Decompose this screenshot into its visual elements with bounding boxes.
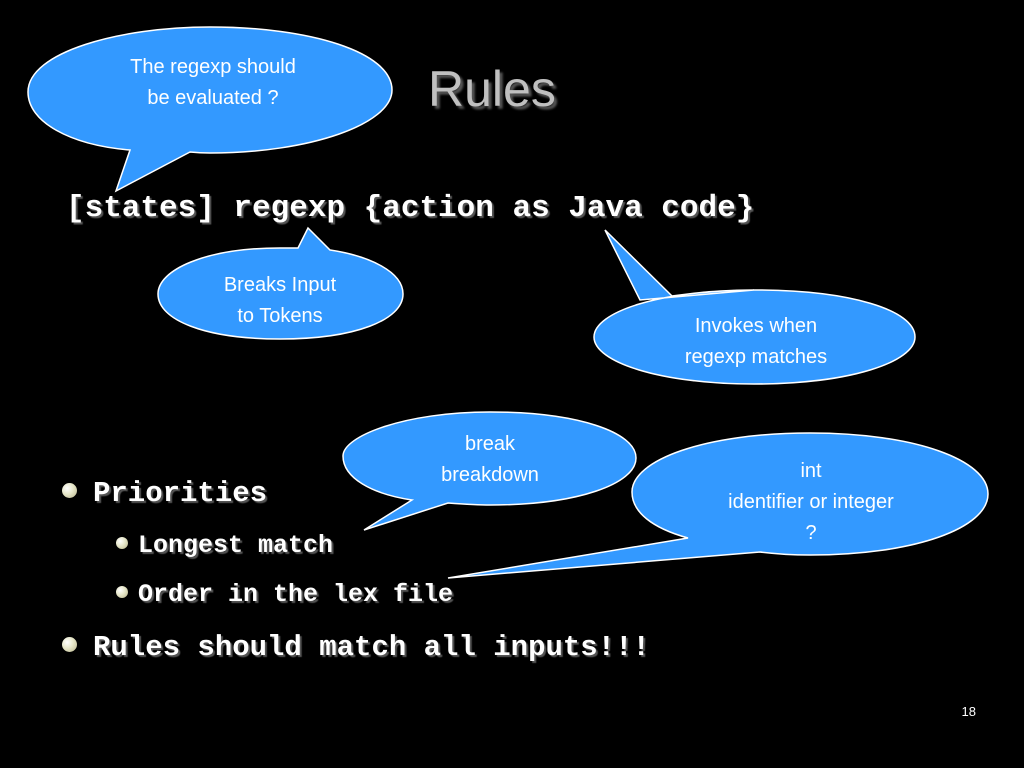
callout-line: break [464, 433, 516, 455]
callout-line: identifier or integer [728, 491, 894, 513]
bullet-text: Rules should match all inputs!!! [93, 631, 650, 664]
page-number: 18 [961, 704, 976, 719]
callout-line: breakdown [441, 464, 539, 486]
callout-line: be evaluated ? [147, 87, 279, 109]
callout-line: The regexp should [130, 56, 296, 78]
callout-int-identifier [447, 432, 989, 579]
bullet-text: Longest match [138, 531, 334, 560]
bullet-rules-match-all-inputs: Rules should match all inputs!!! [62, 631, 650, 666]
bullet-dot-icon [116, 536, 128, 549]
rule-syntax-line: [states] regexp {action as Java code} [66, 191, 755, 226]
bullet-dot-icon [116, 585, 128, 598]
bullet-longest-match: Longest match [116, 531, 333, 561]
callout-line: Breaks Input [223, 274, 337, 296]
bullet-dot-icon [62, 636, 77, 652]
callout-text-int-identifier: int identifier or integer ? [638, 456, 984, 549]
callout-breaks-input [157, 226, 404, 340]
bullet-text: Order in the lex file [138, 580, 454, 609]
callout-line: int [800, 460, 822, 482]
callout-text-break-breakdown: break breakdown [345, 429, 635, 491]
callout-text-breaks-input: Breaks Input to Tokens [160, 270, 400, 332]
callout-invokes-when [593, 229, 916, 385]
callout-line: Invokes when [694, 315, 818, 337]
callout-text-regexp-evaluated: The regexp should be evaluated ? [68, 52, 358, 114]
bullet-dot-icon [62, 482, 77, 498]
callout-line: ? [805, 522, 817, 544]
callout-line: to Tokens [237, 305, 323, 327]
bullet-order-in-lex-file: Order in the lex file [116, 580, 453, 610]
bullet-text: Priorities [93, 477, 268, 510]
callout-regexp-evaluated [27, 26, 393, 193]
callout-text-invokes-when: Invokes when regexp matches [600, 311, 912, 373]
bullet-priorities: Priorities [62, 477, 267, 512]
slide-title: Rules [428, 61, 556, 117]
callout-break-breakdown [342, 411, 637, 531]
callout-line: regexp matches [684, 346, 828, 368]
